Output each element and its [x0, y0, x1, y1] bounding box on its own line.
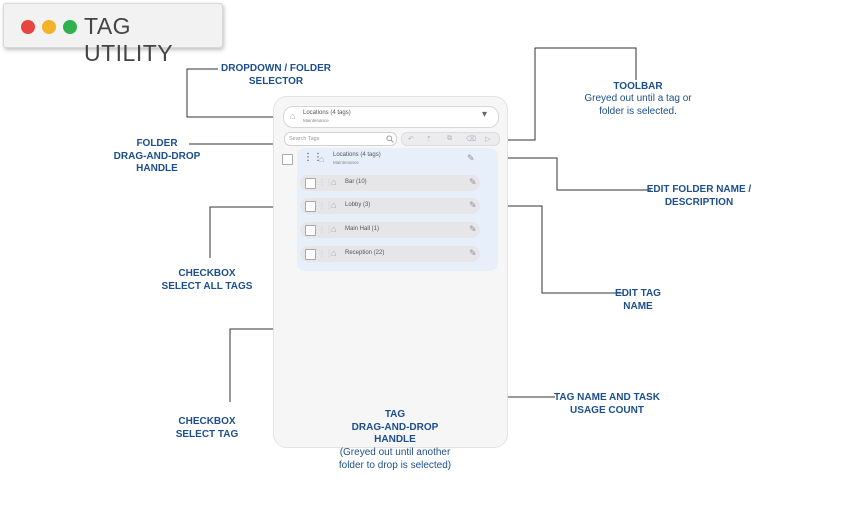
- tag-icon: ⌂: [290, 111, 296, 121]
- annotation-toolbar: TOOLBAR: [613, 81, 663, 92]
- search-input[interactable]: Search Tags: [284, 132, 397, 146]
- annotation-checkbox-tag: CHECKBOX SELECT TAG: [175, 416, 239, 440]
- tag-label: Main Hall (1): [345, 226, 380, 232]
- tag-icon: ⌂: [331, 200, 337, 210]
- dropdown-title: Locations (4 tags): [303, 110, 351, 116]
- copy-icon[interactable]: ⧉: [447, 135, 452, 142]
- annotation-tag-handle-note: (Greyed out until another folder to drop…: [338, 447, 452, 471]
- annotation-tag-name-count: TAG NAME AND TASK USAGE COUNT: [554, 392, 660, 416]
- annotation-toolbar-note: Greyed out until a tag or folder is sele…: [584, 93, 692, 117]
- tag-drag-handle-icon[interactable]: ⋮⋮: [318, 178, 333, 187]
- app-title: TAG UTILITY: [84, 13, 174, 66]
- tag-drag-handle-icon[interactable]: ⋮⋮: [318, 249, 333, 258]
- tag-checkbox[interactable]: [305, 178, 316, 189]
- tag-icon: ⌂: [331, 248, 337, 258]
- annotation-edit-folder: EDIT FOLDER NAME / DESCRIPTION: [646, 184, 752, 208]
- tag-row: [300, 222, 480, 238]
- annotation-tag-handle: TAG DRAG-AND-DROP HANDLE: [351, 409, 439, 445]
- search-placeholder: Search Tags: [289, 136, 320, 142]
- edit-tag-pencil-icon[interactable]: ✎: [469, 224, 477, 234]
- select-all-checkbox[interactable]: [282, 154, 293, 165]
- maximize-window-dot[interactable]: [63, 20, 77, 34]
- edit-tag-pencil-icon[interactable]: ✎: [469, 248, 477, 258]
- app-title-bar: TAG UTILITY: [3, 3, 223, 66]
- folder-subtitle: Maintenance: [333, 160, 359, 165]
- tag-icon: ⌂: [331, 224, 337, 234]
- folder-title: Locations (4 tags): [333, 152, 381, 158]
- folder-dropdown[interactable]: ⌂ Locations (4 tags) Maintenance ▾: [283, 106, 499, 128]
- tag-row: [300, 175, 480, 191]
- tag-checkbox[interactable]: [305, 225, 316, 236]
- move-icon[interactable]: ▷: [485, 136, 491, 143]
- edit-tag-pencil-icon[interactable]: ✎: [469, 200, 477, 210]
- annotation-edit-tag: EDIT TAG NAME: [615, 288, 661, 312]
- tag-label: Bar (10): [345, 179, 367, 185]
- tag-row: [300, 246, 480, 262]
- chevron-down-icon[interactable]: ▾: [482, 109, 488, 120]
- folder-drag-handle-icon[interactable]: ⋮⋮: [303, 152, 323, 163]
- annotation-checkbox-all: CHECKBOX SELECT ALL TAGS: [161, 268, 253, 292]
- search-icon: [386, 135, 394, 143]
- dropdown-subtitle: Maintenance: [303, 118, 329, 123]
- tag-icon: ⌂: [331, 177, 337, 187]
- minimize-window-dot[interactable]: [42, 20, 56, 34]
- share-icon[interactable]: ⇡: [426, 136, 432, 143]
- folder-tag-icon: ⌂: [319, 154, 325, 164]
- tag-row: [300, 198, 480, 214]
- tag-label: Reception (22): [345, 250, 385, 256]
- close-window-dot[interactable]: [21, 20, 35, 34]
- tag-checkbox[interactable]: [305, 249, 316, 260]
- delete-icon[interactable]: ⌫: [466, 136, 476, 143]
- tag-drag-handle-icon[interactable]: ⋮⋮: [318, 225, 333, 234]
- edit-folder-pencil-icon[interactable]: ✎: [467, 153, 475, 163]
- edit-tag-pencil-icon[interactable]: ✎: [469, 177, 477, 187]
- tag-label: Lobby (3): [345, 202, 371, 208]
- undo-icon[interactable]: ↶: [408, 136, 414, 143]
- annotation-dropdown: DROPDOWN / FOLDER SELECTOR: [221, 63, 331, 87]
- toolbar: ↶ ⇡ ⧉ ⌫ ▷: [401, 132, 500, 146]
- tag-drag-handle-icon[interactable]: ⋮⋮: [318, 201, 333, 210]
- annotation-folder-handle: FOLDER DRAG-AND-DROP HANDLE: [113, 138, 201, 174]
- tag-checkbox[interactable]: [305, 201, 316, 212]
